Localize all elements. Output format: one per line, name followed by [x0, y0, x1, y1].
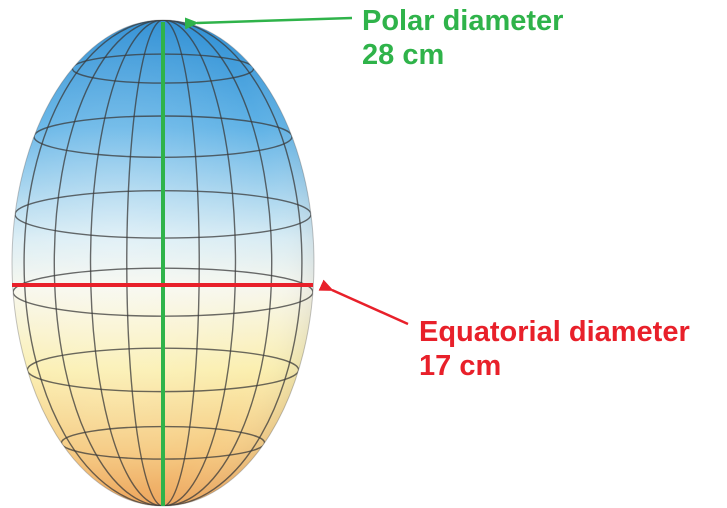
meridian-line [23, 20, 164, 506]
equatorial-arrow [318, 279, 409, 326]
meridian-line [126, 20, 164, 506]
meridian-line [89, 20, 164, 506]
polar-diameter-value: 28 cm [362, 39, 445, 71]
meridian-line [162, 20, 273, 506]
meridian-line [53, 20, 164, 506]
meridian-line [162, 20, 237, 506]
meridian-line [162, 20, 303, 506]
polar-diameter-title: Polar diameter [362, 5, 564, 37]
equatorial-diameter-value: 17 cm [419, 350, 502, 382]
equatorial-diameter-title: Equatorial diameter [419, 316, 690, 348]
polar-diameter-label: Polar diameter 28 cm [362, 4, 563, 72]
polar-arrow [184, 16, 353, 30]
meridian-line [162, 20, 200, 506]
equatorial-diameter-label: Equatorial diameter 17 cm [419, 315, 690, 383]
